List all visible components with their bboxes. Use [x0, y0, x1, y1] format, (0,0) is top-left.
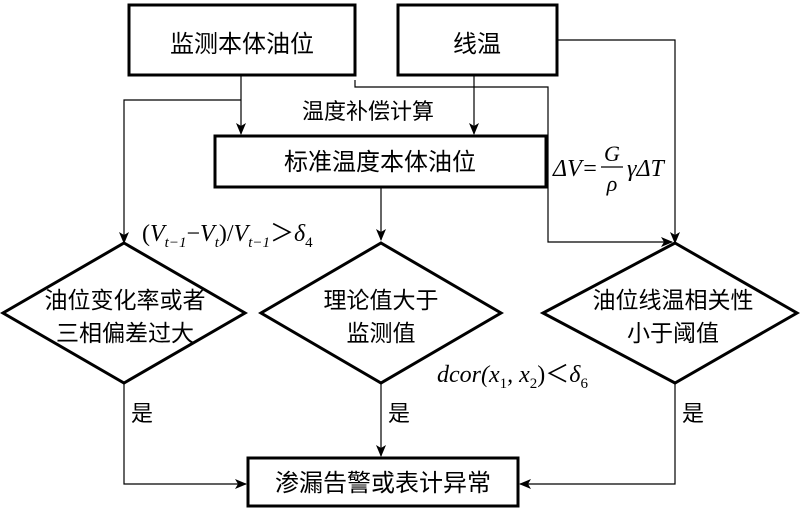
box-std-level-label: 标准温度本体油位: [284, 148, 476, 176]
edge-temp-to-correlation: [557, 39, 680, 244]
box-alarm-label: 渗漏告警或表计异常: [275, 469, 491, 497]
box-monitor-level-label: 监测本体油位: [170, 30, 314, 58]
formula-rate-change: (Vt−1−Vt)/Vt−1＞δ4: [142, 221, 313, 251]
diamond-rate-change-line1: 油位变化率或者: [45, 288, 206, 314]
edge-correlation-to-alarm: [519, 383, 676, 489]
edge-labels: 温度补偿计算 是 是 是: [131, 100, 704, 427]
edge-rate-to-alarm: [123, 383, 247, 489]
formula-delta-v-rhs: γΔT: [627, 156, 666, 182]
diamond-theory: [258, 241, 504, 385]
box-line-temp: [396, 3, 559, 77]
diamond-nodes: 油位变化率或者 三相偏差过大 理论值大于 监测值 油位线温相关性 小于阈值: [0, 241, 800, 385]
diamond-correlation-line1: 油位线温相关性: [593, 288, 754, 314]
box-std-level: [213, 134, 548, 189]
box-alarm: [246, 456, 520, 508]
formula-delta-v-numerator: G: [604, 141, 620, 166]
diamond-theory-line1: 理论值大于: [324, 288, 439, 314]
diamond-rate-change: [0, 241, 248, 385]
box-line-temp-label: 线温: [453, 30, 501, 58]
label-yes-mid: 是: [388, 402, 410, 427]
formula-dcor: dcor(x1, x2)＜δ6: [437, 362, 588, 392]
diamond-theory-line2: 监测值: [347, 321, 416, 347]
formula-delta-v-lhs: ΔV=: [552, 156, 598, 182]
diamond-correlation: [539, 241, 800, 385]
diamond-correlation-line2: 小于阈值: [627, 321, 719, 347]
label-yes-left: 是: [131, 402, 153, 427]
rect-nodes: 监测本体油位 线温 标准温度本体油位 渗漏告警或表计异常: [127, 3, 559, 508]
edge-monitor-to-correlation: [354, 80, 673, 247]
box-monitor-level: [127, 3, 357, 77]
formula-delta-v-denominator: ρ: [606, 171, 618, 196]
label-yes-right: 是: [682, 402, 704, 427]
formula-delta-v: ΔV= G ρ γΔT: [552, 141, 666, 196]
diamond-rate-change-line2: 三相偏差过大: [56, 321, 194, 347]
label-temp-compensation: 温度补偿计算: [302, 100, 434, 125]
edge-monitor-to-rate: [119, 99, 241, 244]
edges: [119, 39, 680, 489]
